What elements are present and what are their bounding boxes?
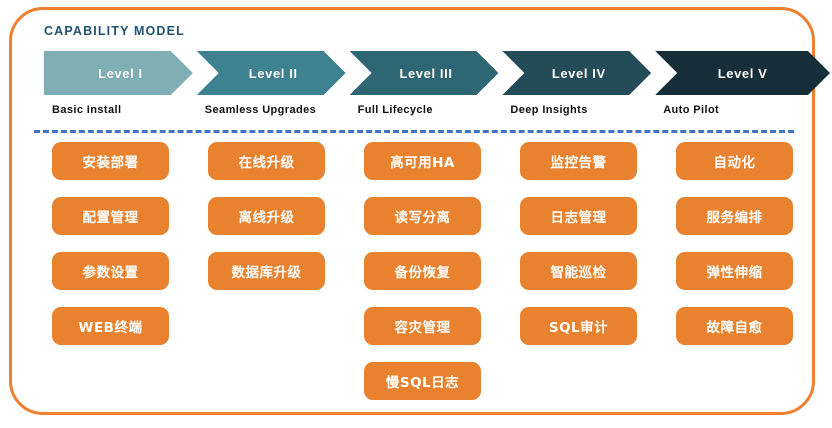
level-caption-row: Basic Install Seamless Upgrades Full Lifec… xyxy=(44,104,808,120)
capability-columns: 安装部署配置管理参数设置 WEB终端 在线升级离线升级数据库升级 高可用HA 读写分离备… xyxy=(34,142,810,404)
capability-item[interactable]: 安装部署 xyxy=(52,142,169,180)
capability-column-4: 监控告警日志管理智能巡检 SQL审计 xyxy=(520,142,637,362)
level-arrow-2[interactable]: Level II xyxy=(196,51,350,95)
capability-item[interactable]: 配置管理 xyxy=(52,197,169,235)
capability-item[interactable]: 监控告警 xyxy=(520,142,637,180)
level-arrow-band: Level I Level II Level III Level IV Level V xyxy=(44,51,830,95)
level-caption-3: Full Lifecycle xyxy=(357,104,433,116)
level-arrow-label-2: Level II xyxy=(248,65,298,81)
capability-item[interactable]: 在线升级 xyxy=(208,142,325,180)
capability-item[interactable]: 服务编排 xyxy=(676,197,793,235)
level-arrow-label-3: Level III xyxy=(399,65,453,81)
level-caption-1: Basic Install xyxy=(52,104,122,116)
capability-item[interactable]: 备份恢复 xyxy=(364,252,481,290)
capability-column-5: 自动化服务编排弹性伸缩故障自愈 xyxy=(676,142,793,362)
level-caption-4: Deep Insights xyxy=(510,104,588,116)
capability-item[interactable]: 参数设置 xyxy=(52,252,169,290)
capability-item[interactable]: 日志管理 xyxy=(520,197,637,235)
capability-item[interactable]: 弹性伸缩 xyxy=(676,252,793,290)
capability-item[interactable]: 慢SQL日志 xyxy=(364,362,481,400)
capability-item[interactable]: 离线升级 xyxy=(208,197,325,235)
capability-item[interactable]: 高可用HA xyxy=(364,142,481,180)
level-arrow-1[interactable]: Level I xyxy=(44,51,197,95)
level-arrow-label-1: Level I xyxy=(98,65,143,81)
level-arrow-3[interactable]: Level III xyxy=(349,51,503,95)
capability-item[interactable]: 数据库升级 xyxy=(208,252,325,290)
level-arrow-5[interactable]: Level V xyxy=(655,51,830,95)
capability-column-2: 在线升级离线升级数据库升级 xyxy=(208,142,325,307)
capability-column-3: 高可用HA 读写分离备份恢复容灾管理慢SQL日志 xyxy=(364,142,481,417)
capability-item[interactable]: 故障自愈 xyxy=(676,307,793,345)
capability-column-1: 安装部署配置管理参数设置 WEB终端 xyxy=(52,142,169,362)
capability-item[interactable]: WEB终端 xyxy=(52,307,169,345)
level-arrow-label-5: Level V xyxy=(717,65,768,81)
capability-item[interactable]: 容灾管理 xyxy=(364,307,481,345)
dashed-divider xyxy=(34,130,794,133)
level-arrow-4[interactable]: Level IV xyxy=(502,51,655,95)
capability-item[interactable]: 自动化 xyxy=(676,142,793,180)
level-caption-5: Auto Pilot xyxy=(663,104,720,116)
level-arrow-label-4: Level IV xyxy=(551,65,606,81)
level-caption-2: Seamless Upgrades xyxy=(204,104,317,116)
capability-item[interactable]: SQL审计 xyxy=(520,307,637,345)
page-title: CAPABILITY MODEL xyxy=(44,24,185,38)
capability-item[interactable]: 智能巡检 xyxy=(520,252,637,290)
capability-item[interactable]: 读写分离 xyxy=(364,197,481,235)
